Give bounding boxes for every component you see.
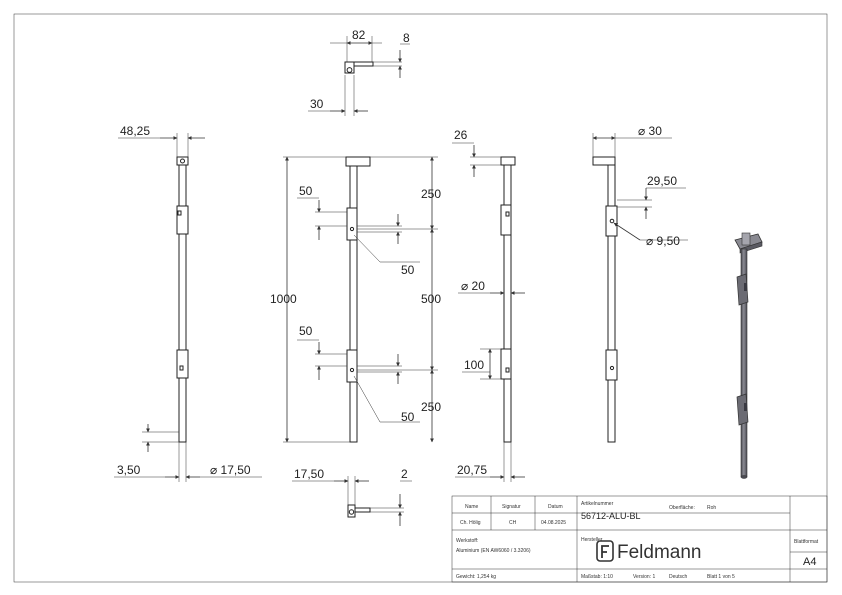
tb-material-value: Aluminium (EN AW6060 / 3.3206) (456, 548, 531, 554)
top-detail-view: 82 8 30 (308, 28, 410, 116)
tb-article-value: 56712-ALU-BL (581, 511, 641, 521)
dim-guide-lower-lower: 50 (401, 410, 415, 424)
dim-left-width: 48,25 (120, 124, 150, 138)
dim-guide-upper-lower: 50 (401, 263, 415, 277)
tb-brand-name: Feldmann (617, 542, 702, 563)
dim-right-hole: ⌀ 9,50 (646, 234, 680, 248)
center-dimensioned-view: 1000 250 500 250 50 50 50 50 (270, 156, 441, 443)
tb-surface-value: Roh (707, 505, 716, 511)
title-block: Name Signatur Datum Ch. Hölig CH 04.08.2… (451, 495, 828, 583)
tb-format-label: Blattformat (794, 539, 819, 545)
tb-col-date: Datum (548, 504, 563, 510)
tb-name-value: Ch. Hölig (460, 520, 481, 526)
dim-top-height: 8 (403, 31, 410, 45)
dim-right-offset: 29,50 (647, 174, 677, 188)
right-view: ⌀ 30 29,50 ⌀ 9,50 (592, 124, 688, 443)
dim-side-diameter: ⌀ 20 (461, 279, 485, 293)
dim-bottom-height: 2 (401, 467, 408, 481)
dim-lower-spacing: 250 (421, 400, 441, 414)
tb-sheet: Blatt 1 von 5 (707, 574, 735, 580)
dim-guide-upper: 50 (299, 184, 313, 198)
dim-left-diameter: ⌀ 17,50 (210, 463, 251, 477)
tb-date-value: 04.08.2025 (541, 520, 566, 526)
dim-top-depth: 30 (310, 97, 324, 111)
side-view: 26 ⌀ 20 100 20,75 (452, 128, 525, 482)
dim-top-width: 82 (352, 28, 366, 42)
dim-side-guide: 100 (464, 358, 484, 372)
tb-language: Deutsch (669, 574, 688, 580)
dim-middle-spacing: 500 (421, 292, 441, 306)
dim-left-offset: 3,50 (117, 463, 141, 477)
bottom-detail-view: 17,50 2 (292, 467, 412, 526)
tb-col-name: Name (465, 504, 479, 510)
tb-signature-value: CH (509, 520, 517, 526)
drawing-frame (13, 13, 828, 583)
dim-bottom-width: 17,50 (294, 467, 324, 481)
tb-version: Version: 1 (633, 574, 655, 580)
tb-format-value: A4 (803, 556, 816, 568)
dim-total-length: 1000 (270, 292, 297, 306)
tb-col-signature: Signatur (502, 504, 521, 510)
isometric-view (734, 232, 763, 479)
tb-material-label: Werkstoff: (456, 538, 478, 544)
dim-side-width: 26 (454, 128, 468, 142)
tb-surface-label: Oberfläche: (669, 505, 695, 511)
dim-guide-lower: 50 (299, 324, 313, 338)
left-front-view: 48,25 3,50 ⌀ 17,50 (114, 124, 262, 482)
dim-right-diameter: ⌀ 30 (638, 124, 662, 138)
tb-article-label: Artikelnummer (581, 501, 614, 507)
feldmann-logo-icon (596, 540, 614, 562)
dim-upper-spacing: 250 (421, 187, 441, 201)
tb-manufacturer-label: Hersteller (581, 537, 603, 543)
dim-side-bottom: 20,75 (457, 463, 487, 477)
tb-weight: Gewicht: 1,254 kg (456, 574, 496, 580)
tb-scale: Maßstab: 1:10 (581, 574, 613, 580)
